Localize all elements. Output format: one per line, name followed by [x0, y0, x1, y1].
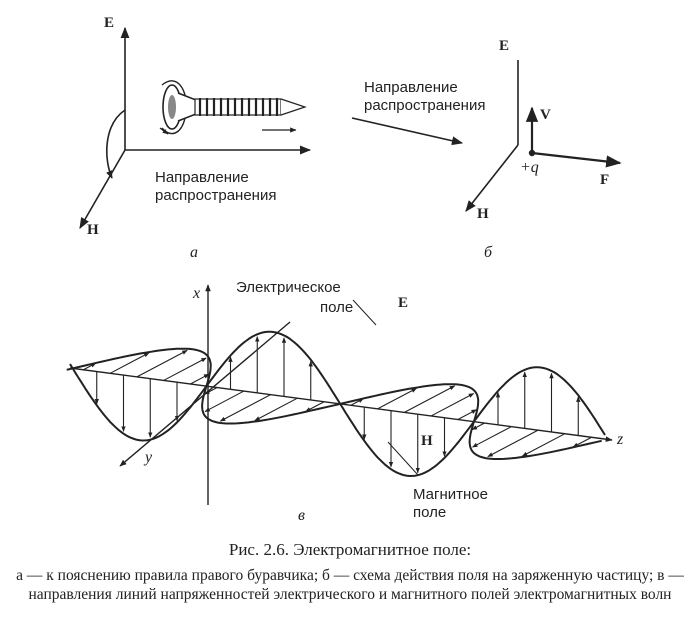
electric-leader-line [352, 299, 377, 326]
panel-a [79, 26, 312, 229]
electric-wave-curve [69, 330, 606, 478]
panel-b-h-axis [465, 144, 519, 212]
panel-b-propagation-label-1: Направление [364, 79, 458, 96]
h-vector-arrow [136, 349, 188, 378]
h-vector-arrow [163, 357, 207, 381]
y-axis-label: y [143, 449, 153, 466]
panel-a-h-axis [79, 149, 126, 229]
h-vector-arrow [204, 390, 245, 413]
panel-b-charge-label: +q [520, 159, 539, 176]
h-vector-arrow [472, 426, 512, 448]
figure-caption: Рис. 2.6. Электромагнитное поле: а — к п… [0, 540, 700, 604]
panel-b-propagation-label-2: распространения [364, 97, 485, 114]
electric-field-label-2: поле [320, 299, 353, 316]
h-vector-arrow [457, 409, 477, 420]
h-vector-arrow [487, 429, 539, 458]
rotation-arc-icon [105, 109, 126, 179]
h-vector-arrow [305, 401, 325, 413]
h-vector-arrow [404, 385, 456, 413]
wave-diagram [66, 284, 613, 505]
e-wave-label: E [398, 295, 408, 311]
panel-a-propagation-label-1: Направление [155, 169, 249, 186]
panel-a-e-label: E [104, 15, 114, 31]
electric-field-arrows [94, 336, 581, 474]
electric-field-label-1: Электрическое [236, 279, 341, 296]
x-axis-label: x [192, 285, 200, 302]
h-vector-arrow [471, 422, 485, 431]
panel-b-h-label: H [477, 206, 489, 222]
panel-b-v-label: V [540, 107, 551, 123]
magnetic-field-label-2: поле [413, 504, 446, 521]
panel-c-letter: в [298, 507, 305, 524]
panel-a-h-label: H [87, 222, 99, 238]
h-vector-arrow [521, 433, 566, 457]
h-vector-arrow [219, 394, 271, 422]
h-vector-arrow [109, 352, 150, 374]
panel-b [351, 60, 622, 212]
magnetic-field-label-1: Магнитное [413, 486, 488, 503]
screw-icon [161, 80, 307, 135]
panel-a-propagation-label-2: распространения [155, 187, 276, 204]
caption-title: Рис. 2.6. Электромагнитное поле: [228, 540, 472, 559]
z-axis-label: z [616, 431, 624, 448]
magnetic-leader-line [387, 441, 419, 476]
panel-a-letter: а [190, 244, 198, 261]
h-vector-arrow [204, 387, 218, 395]
h-vector-arrow [254, 397, 298, 422]
figure-canvas: E H Направление распространения а E V +q… [66, 15, 624, 524]
h-vector-arrow [377, 387, 417, 410]
charge-dot [528, 149, 536, 157]
panel-b-f-arrow [531, 151, 622, 168]
panel-b-propagation-arrow [351, 117, 464, 146]
panel-b-e-label: E [499, 38, 509, 54]
h-wave-label: H [421, 433, 433, 449]
panel-b-letter: б [484, 244, 493, 261]
h-vector-arrow [572, 436, 592, 448]
h-vector-arrow [430, 392, 475, 417]
panel-b-f-label: F [600, 172, 609, 188]
magnetic-wave-curve [66, 347, 602, 460]
h-vector-arrow [190, 373, 210, 385]
caption-body: а — к пояснению правила правого буравчик… [16, 567, 684, 603]
